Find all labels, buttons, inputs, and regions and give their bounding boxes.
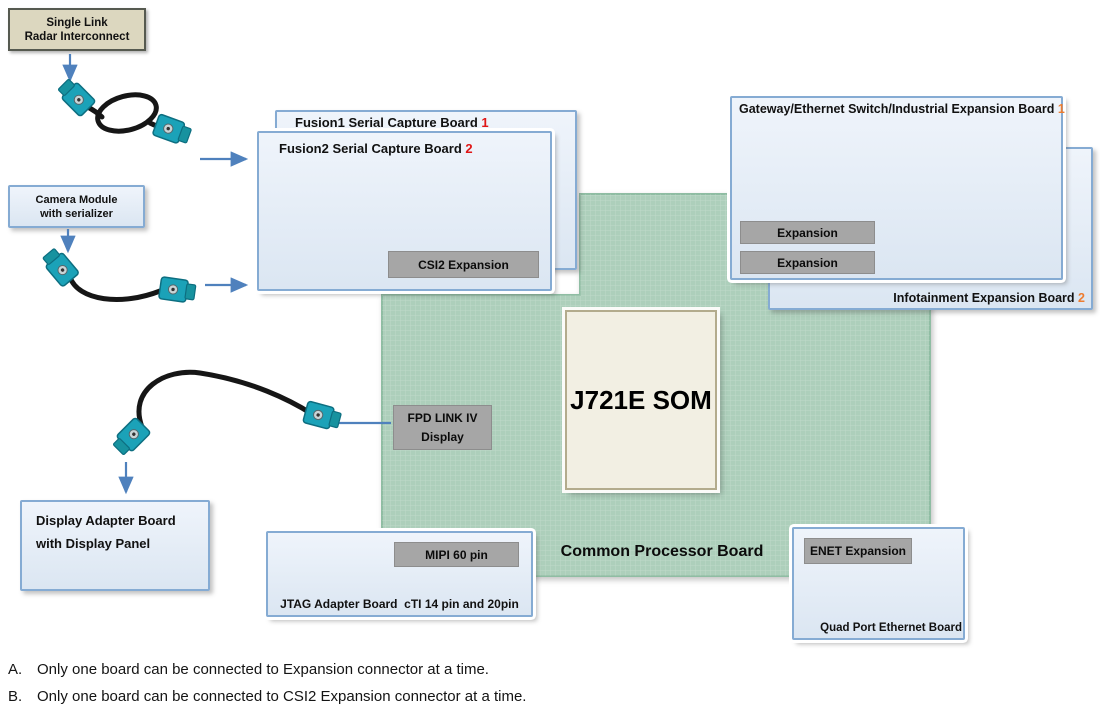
infotainment-title-text: Infotainment Expansion Board: [893, 291, 1075, 305]
fusion2-number: 2: [465, 141, 473, 156]
j721e-som: J721E SOM: [565, 310, 717, 490]
gateway-title-text: Gateway/Ethernet Switch/Industrial Expan…: [739, 102, 1055, 116]
coax-cable-radar-icon: [54, 75, 194, 148]
coax-cable-camera-icon: [39, 245, 198, 305]
note-a: A. Only one board can be connected to Ex…: [8, 661, 489, 678]
coax-cable-display-icon: [109, 369, 343, 459]
enet-expansion-connector: ENET Expansion: [804, 538, 912, 564]
quad-port-board-label: Quad Port Ethernet Board: [820, 622, 962, 634]
common-processor-board-label: Common Processor Board: [560, 543, 764, 560]
expansion-connector-2: Expansion: [740, 251, 875, 274]
infotainment-number: 2: [1078, 291, 1085, 305]
note-b: B. Only one board can be connected to CS…: [8, 688, 526, 705]
infotainment-title: Infotainment Expansion Board 2: [893, 291, 1085, 305]
display-adapter-line1: Display Adapter Board: [36, 513, 176, 528]
note-b-text: Only one board can be connected to CSI2 …: [37, 688, 527, 705]
fpd-label-line1: FPD LINK IV: [407, 410, 478, 425]
fakra-connector-icon: [109, 416, 152, 459]
camera-module-box: Camera Module with serializer: [8, 185, 145, 228]
note-b-id: B.: [8, 688, 23, 705]
note-a-id: A.: [8, 661, 23, 678]
jtag-adapter-board: MIPI 60 pin JTAG Adapter Board cTI 14 pi…: [266, 531, 533, 617]
display-adapter-line2: with Display Panel: [36, 536, 151, 551]
radar-interconnect-box: Single Link Radar Interconnect: [8, 8, 146, 51]
radar-label-line1: Single Link: [46, 16, 108, 29]
fusion2-title: Fusion2 Serial Capture Board 2: [259, 133, 550, 156]
j721e-som-label: J721E SOM: [570, 384, 712, 415]
gateway-number: 1: [1057, 102, 1065, 116]
csi2-expansion-connector: CSI2 Expansion: [388, 251, 539, 278]
fusion1-title: Fusion1 Serial Capture Board 1: [277, 112, 575, 130]
note-a-text: Only one board can be connected to Expan…: [37, 661, 489, 678]
gateway-title: Gateway/Ethernet Switch/Industrial Expan…: [732, 98, 1065, 116]
fakra-connector-icon: [157, 275, 198, 305]
fusion2-serial-capture-board: Fusion2 Serial Capture Board 2 CSI2 Expa…: [257, 131, 552, 291]
camera-label-line1: Camera Module: [35, 193, 118, 206]
camera-label-line2: with serializer: [40, 207, 113, 220]
fusion1-number: 1: [481, 115, 489, 130]
quad-port-ethernet-board: ENET Expansion Quad Port Ethernet Board: [792, 527, 965, 640]
fakra-connector-icon: [301, 400, 343, 433]
fpd-label-line2: Display: [421, 429, 464, 444]
radar-label-line2: Radar Interconnect: [24, 30, 130, 43]
gateway-ethernet-industrial-expansion-board: Gateway/Ethernet Switch/Industrial Expan…: [730, 96, 1065, 280]
fakra-connector-icon: [54, 75, 97, 118]
fakra-connector-icon: [39, 245, 81, 288]
fusion2-title-text: Fusion2 Serial Capture Board: [279, 141, 462, 156]
expansion-connector-1: Expansion: [740, 221, 875, 244]
display-adapter-label: Display Adapter Board with Display Panel: [22, 502, 208, 555]
fpd-link-iv-display-connector: FPD LINK IV Display: [393, 405, 492, 450]
mipi-60pin-connector: MIPI 60 pin: [394, 542, 519, 567]
fusion1-title-text: Fusion1 Serial Capture Board: [295, 115, 478, 130]
jtag-board-label: JTAG Adapter Board cTI 14 pin and 20pin: [280, 597, 519, 611]
fakra-connector-icon: [151, 113, 194, 148]
display-adapter-board: Display Adapter Board with Display Panel: [20, 500, 210, 591]
